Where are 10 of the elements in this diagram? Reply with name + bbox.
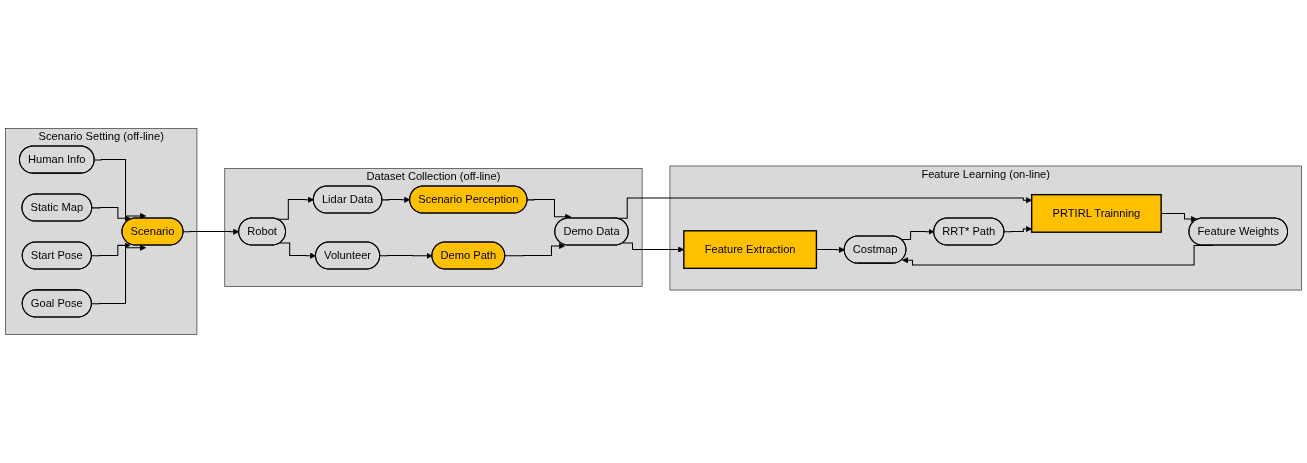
arrow	[91, 242, 131, 257]
arrow	[526, 199, 572, 220]
arrow	[379, 252, 433, 259]
arrow	[504, 242, 566, 257]
arrow	[94, 159, 147, 219]
arrow	[91, 244, 147, 305]
arrow	[91, 207, 131, 222]
node-box: PRTIRL Trainning	[1030, 193, 1162, 233]
arrow	[1003, 225, 1032, 233]
node-box: Feature Extraction	[683, 230, 818, 270]
